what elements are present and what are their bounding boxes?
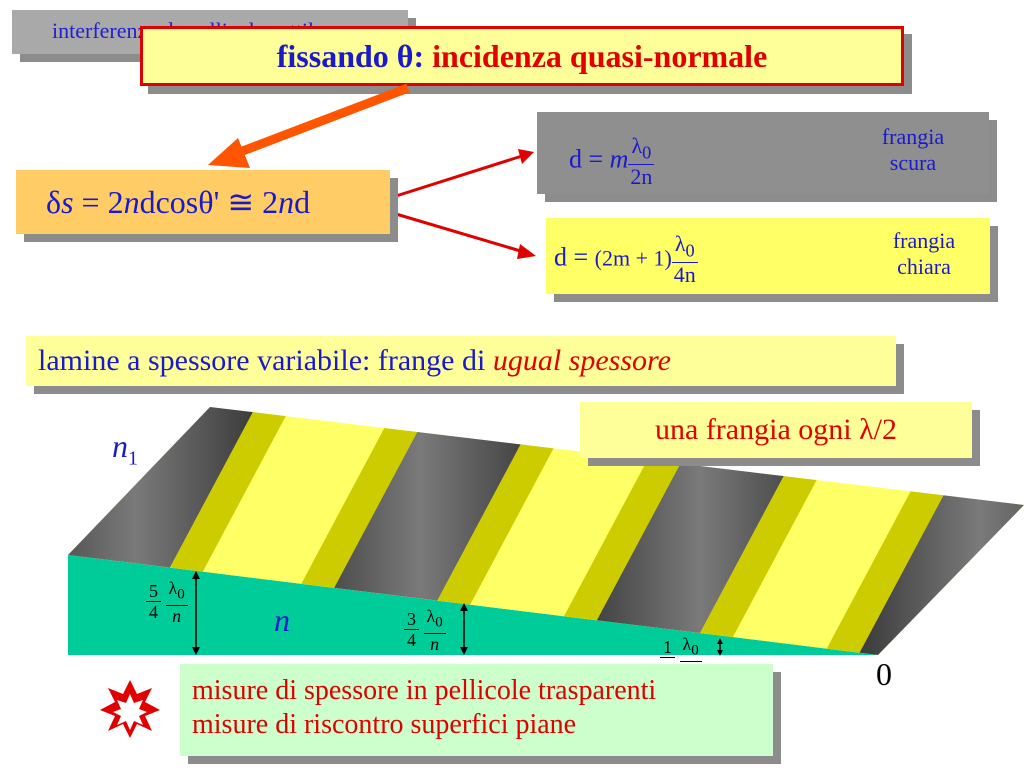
- fraction-denominator: 4n: [673, 262, 696, 288]
- fraction-n: n: [172, 605, 182, 626]
- film-index-label: n: [274, 602, 290, 638]
- lambda-subscript: 0: [685, 240, 695, 261]
- fringe-spacing-note: una frangia ogni λ/2: [580, 402, 972, 458]
- equation-part: dcosθ' ≅ 2: [139, 184, 279, 220]
- symbol-n: n: [123, 184, 140, 220]
- lambda-subscript: 0: [691, 642, 699, 659]
- lambda-subscript: 0: [435, 614, 443, 631]
- coef-numerator: 5: [146, 581, 161, 603]
- coef-denominator: 4: [407, 630, 416, 651]
- orange-arrow-icon: [208, 83, 410, 168]
- label-line: frangia: [892, 228, 956, 253]
- symbol-n: n: [278, 184, 295, 220]
- n1-symbol: n: [112, 428, 128, 464]
- lambda-symbol: λ: [674, 231, 686, 256]
- lambda-symbol: λ: [426, 606, 436, 626]
- lambda-subscript: 0: [177, 586, 185, 603]
- title-quasi-normal: incidenza quasi-normale: [432, 38, 768, 74]
- dark-fringe: [845, 407, 1024, 655]
- section-text: lamine a spessore variabile: frange di: [38, 344, 493, 377]
- section-heading: lamine a spessore variabile: frange di u…: [26, 336, 896, 386]
- formula-lhs: d =: [569, 144, 604, 174]
- lambda-symbol: λ: [168, 578, 178, 598]
- slide-title-box: fissando θ: incidenza quasi-normale: [140, 26, 904, 86]
- branch-arrow-up-icon: [395, 149, 534, 198]
- fringe-spacing-text: una frangia ogni λ/2: [655, 413, 897, 446]
- lambda-symbol: λ: [631, 133, 643, 158]
- delta-symbol: δ: [46, 184, 62, 220]
- label-line: frangia: [881, 124, 945, 149]
- coef-numerator: 1: [660, 637, 675, 659]
- fraction-n: n: [430, 633, 440, 654]
- thickness-label-1-4: 1 λ0: [660, 634, 740, 662]
- lambda-subscript: 0: [642, 142, 652, 163]
- formula-lhs: d =: [554, 242, 589, 272]
- branch-arrow-down-icon: [395, 212, 536, 259]
- title-fixing-theta: fissando θ:: [276, 38, 425, 74]
- thickness-marker-2: [460, 603, 468, 655]
- coef-numerator: 3: [404, 609, 419, 631]
- bright-fringe-label: frangia chiara: [864, 228, 984, 280]
- zero-thickness-label: 0: [876, 656, 892, 692]
- section-emphasis: ugual spessore: [492, 344, 671, 377]
- label-line: chiara: [897, 254, 951, 279]
- symbol-d: d: [294, 184, 311, 220]
- fraction-denominator: 2n: [630, 164, 653, 190]
- factor-2m-plus-1: (2m + 1): [594, 245, 672, 271]
- dark-fringe: [68, 407, 270, 655]
- lambda-symbol: λ: [682, 634, 692, 654]
- explosion-icon: [100, 680, 160, 738]
- applications-note: misure di spessore in pellicole traspare…: [180, 664, 773, 756]
- label-line: scura: [889, 150, 937, 175]
- n1-subscript: 1: [128, 447, 138, 470]
- coef-denominator: 4: [149, 602, 158, 623]
- note-line: misure di spessore in pellicole traspare…: [192, 675, 657, 706]
- symbol-s: s: [61, 184, 74, 220]
- path-difference-equation: δs = 2ndcosθ' ≅ 2nd: [16, 170, 390, 234]
- n1-label: n1: [112, 428, 138, 470]
- dark-fringe-label: frangia scura: [853, 124, 973, 176]
- note-line: misure di riscontro superfici piane: [192, 709, 577, 740]
- thickness-marker-3: [717, 638, 723, 656]
- thickness-marker-1: [192, 571, 200, 655]
- equation-part: = 2: [73, 184, 124, 220]
- symbol-m: m: [609, 144, 629, 174]
